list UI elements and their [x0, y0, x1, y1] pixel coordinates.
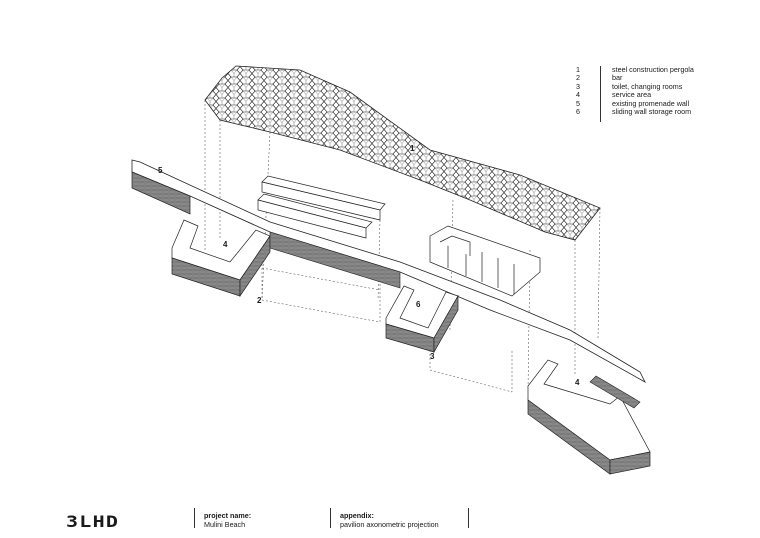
- footer-divider: [468, 508, 469, 528]
- legend-num: 1: [576, 65, 580, 74]
- appendix-value: pavilion axonometric projection: [340, 520, 439, 529]
- toilet-rooms: [429, 225, 541, 297]
- legend-label: sliding wall storage room: [612, 107, 692, 117]
- legend-numbers: 1 2 3 4 5 6: [566, 65, 590, 117]
- logo: 3LHD: [66, 512, 120, 531]
- callout-4-left: 4: [223, 240, 228, 249]
- pergola-roof: [204, 65, 601, 241]
- callout-4-right: 4: [575, 378, 580, 387]
- legend-label: bar: [612, 73, 623, 83]
- legend-label: steel construction pergola: [612, 65, 694, 74]
- legend-label: service area: [612, 90, 652, 100]
- legend-num: 2: [576, 73, 580, 83]
- promenade-wall-top: [131, 159, 646, 383]
- callout-6: 6: [416, 300, 421, 309]
- legend-label: toilet, changing rooms: [612, 81, 683, 91]
- legend-num: 4: [576, 90, 580, 100]
- appendix-label: appendix:: [340, 511, 374, 520]
- callout-2: 2: [257, 296, 262, 305]
- legend-label: existing promenade wall: [612, 98, 690, 108]
- legend-num: 3: [576, 81, 580, 91]
- callout-1: 1: [410, 144, 415, 153]
- promenade-wall-face: [131, 171, 191, 215]
- bar-blocks: [257, 175, 386, 239]
- footer-divider: [194, 508, 195, 528]
- callout-3: 3: [430, 352, 435, 361]
- callout-5: 5: [158, 166, 163, 175]
- footer-divider: [330, 508, 331, 528]
- legend-labels: steel construction pergola bar toilet, c…: [612, 65, 694, 117]
- project-name-label: project name:: [204, 511, 252, 520]
- legend-divider: [600, 66, 601, 122]
- project-name-value: Mulini Beach: [204, 520, 246, 529]
- legend-num: 5: [576, 98, 580, 108]
- legend-num: 6: [576, 107, 580, 117]
